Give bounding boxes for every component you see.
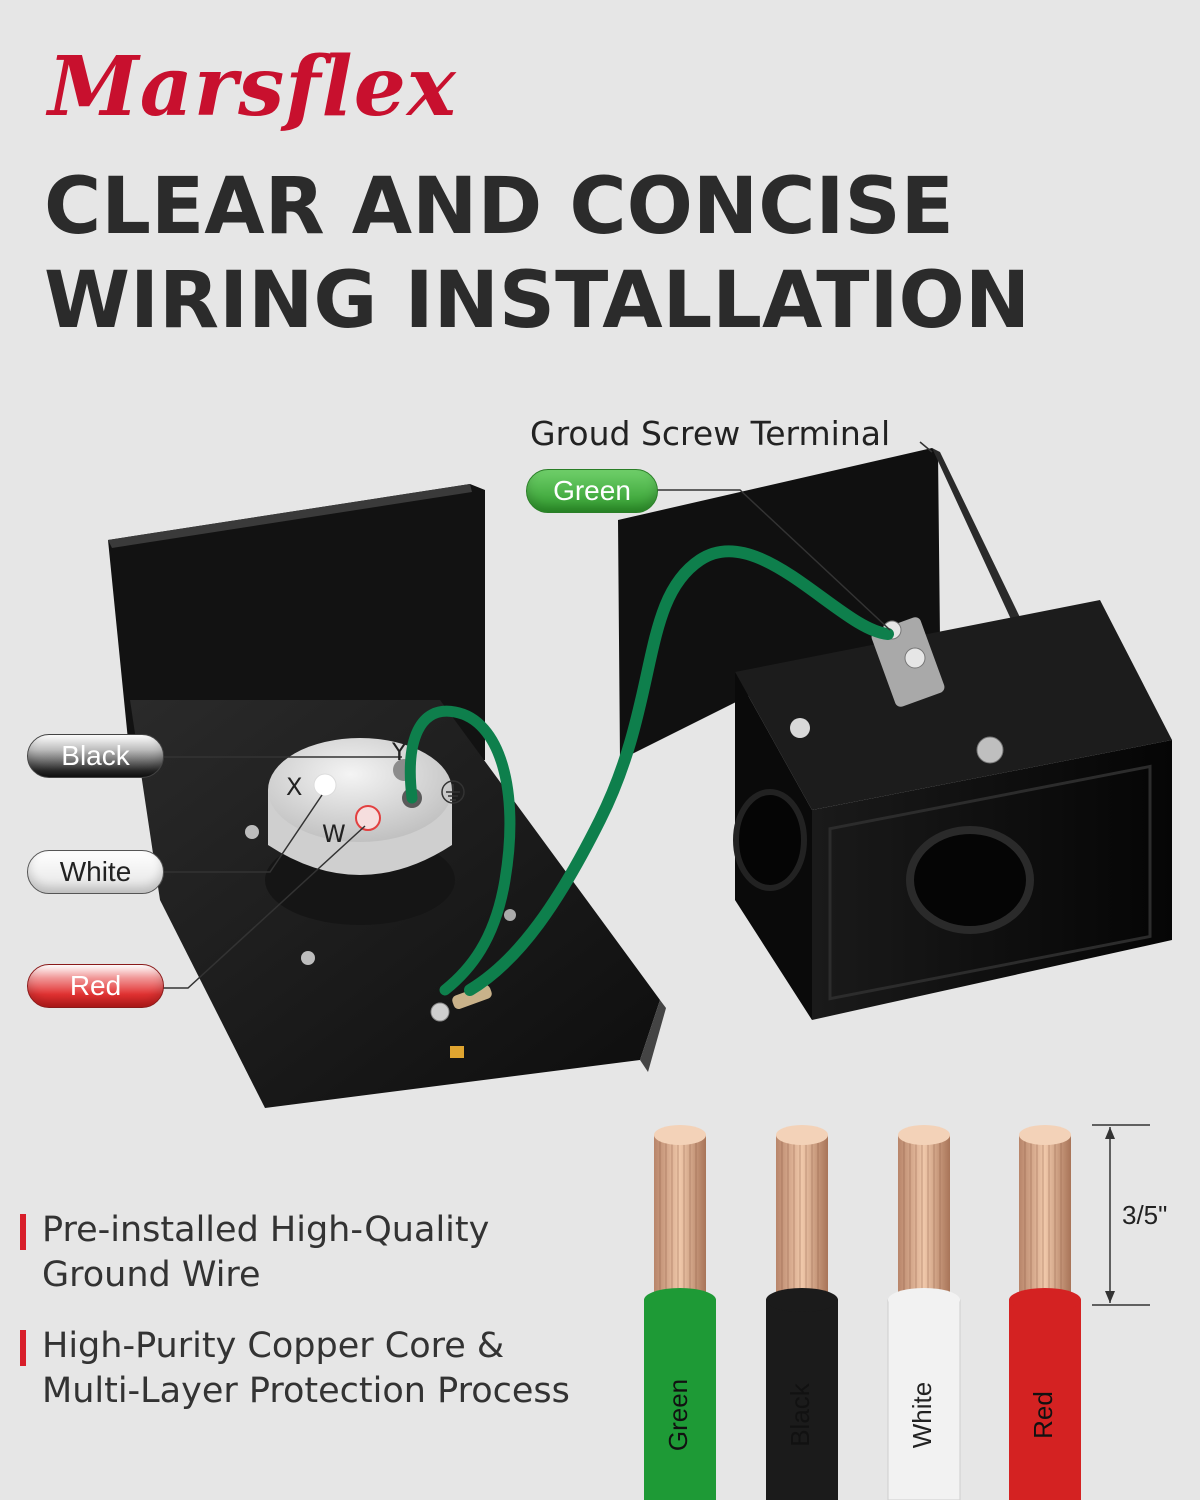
copper-end	[776, 1125, 828, 1145]
terminal-x-hole	[313, 773, 337, 797]
plate-ground-screw	[430, 1002, 450, 1022]
feature-text: Multi-Layer Protection Process	[42, 1371, 570, 1411]
ground-screw-terminal-title: Groud Screw Terminal	[530, 414, 891, 453]
ring-lug	[452, 984, 492, 1010]
cover-tab	[450, 1046, 464, 1058]
ground-icon	[441, 780, 465, 804]
copper-end	[898, 1125, 950, 1145]
brand-logo: Marsflex	[48, 39, 457, 135]
wire-sample-red: Red	[1009, 1125, 1081, 1500]
copper-core	[654, 1135, 706, 1310]
cover-plate	[108, 484, 666, 1108]
insulation-top	[1009, 1288, 1081, 1312]
feature-item: Pre-installed High-Quality Ground Wire	[20, 1208, 620, 1298]
green-wire-callout: Green	[526, 469, 658, 513]
box-back-panel	[618, 448, 940, 760]
feature-text: Ground Wire	[42, 1255, 261, 1295]
ground-wire	[464, 545, 894, 996]
insulation	[1009, 1300, 1081, 1500]
red-wire-callout: Red	[27, 964, 164, 1008]
feature-text: Pre-installed High-Quality	[42, 1210, 490, 1250]
wire-label: Green	[663, 1379, 693, 1451]
copper-end	[654, 1125, 706, 1145]
headline: CLEAR AND CONCISE WIRING INSTALLATION	[44, 160, 1174, 348]
feature-list: Pre-installed High-Quality Ground Wire H…	[20, 1208, 620, 1440]
ground-jumper-wire	[404, 705, 516, 996]
mount-hole	[790, 718, 810, 738]
box-front-rim	[828, 764, 1152, 1001]
terminal-screw-bottom	[904, 647, 926, 669]
insulation	[644, 1300, 716, 1500]
wire-label: Red	[1028, 1391, 1058, 1439]
stud	[245, 825, 259, 839]
headline-line-1: CLEAR AND CONCISE	[44, 162, 954, 252]
dimension-arrow-top	[1105, 1127, 1115, 1139]
green-leader	[656, 489, 891, 631]
white-leader	[162, 794, 323, 873]
knockout-front	[906, 826, 1034, 934]
lid-screw	[976, 736, 1004, 764]
wire-sample-white: White	[887, 1125, 961, 1500]
insulation-top	[644, 1288, 716, 1312]
wire-samples: Green Black White Red	[644, 1124, 1150, 1500]
terminal-w-hole	[355, 805, 381, 831]
white-wire-callout: White	[27, 850, 164, 894]
copper-core	[898, 1135, 950, 1310]
cover-top-edge	[108, 484, 472, 548]
box-top-face	[735, 600, 1172, 810]
wiring-diagram: Y X W	[108, 441, 1172, 1108]
terminal-x-label: X	[286, 773, 302, 801]
cover-back-wall	[108, 484, 485, 760]
feature-text: High-Purity Copper Core &	[42, 1326, 505, 1366]
ground-title-leader	[919, 441, 933, 453]
wire-sample-green: Green	[644, 1125, 716, 1500]
terminal-w-label: W	[322, 820, 346, 848]
insulation	[766, 1300, 838, 1500]
strip-length-label: 3/5"	[1122, 1200, 1168, 1230]
knockout-side	[733, 789, 807, 891]
headline-line-2: WIRING INSTALLATION	[44, 256, 1031, 346]
copper-end	[1019, 1125, 1071, 1145]
copper-core	[1019, 1135, 1071, 1310]
wire-sample-black: Black	[766, 1125, 838, 1500]
stud	[504, 909, 516, 921]
bullet-marker	[20, 1214, 26, 1250]
terminal-y-label: Y	[391, 738, 407, 766]
red-leader	[162, 825, 366, 989]
insulation-top	[766, 1288, 838, 1312]
black-wire-callout: Black	[27, 734, 164, 778]
dimension-arrow-bottom	[1105, 1291, 1115, 1303]
bullet-marker	[20, 1330, 26, 1366]
feature-item: High-Purity Copper Core & Multi-Layer Pr…	[20, 1324, 620, 1414]
copper-core	[776, 1135, 828, 1310]
insulation-top	[888, 1288, 960, 1312]
junction-box	[618, 448, 1172, 1020]
wire-label: Black	[785, 1382, 815, 1447]
wire-label: White	[907, 1382, 937, 1448]
cover-lip	[640, 1000, 666, 1072]
stud	[301, 951, 315, 965]
